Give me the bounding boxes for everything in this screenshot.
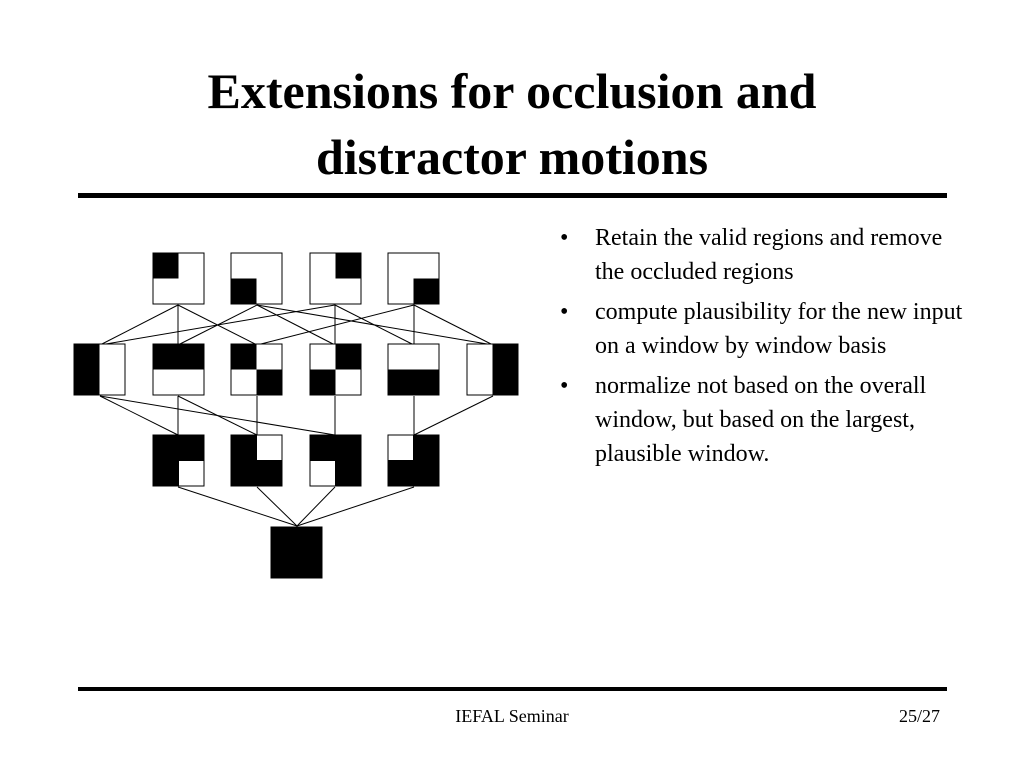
connector [99,395,179,436]
slide-title: Extensions for occlusion and distractor … [0,58,1024,190]
window-top-half [152,343,205,396]
page-number: 25/27 [898,706,940,726]
window-missing-top-left [387,434,440,487]
diagram-connectors [99,304,494,527]
bullet-dot: • [560,225,569,251]
connector [177,395,258,436]
bullet-text: normalize not based on the overall windo… [595,373,927,467]
window-bottom-half [387,343,440,396]
slide-title-line-2: distractor motions [315,129,709,185]
connector [413,304,494,346]
level-3-windows [152,434,440,487]
window-right-half [466,343,519,396]
bullet-item: • normalize not based on the overall win… [550,369,970,471]
window-quadrant-top-left [152,252,205,305]
window-quadrant-bottom-right [387,252,440,305]
bullet-item: • compute plausibility for the new input… [550,295,970,363]
connector [256,304,415,346]
bullet-list: • Retain the valid regions and remove th… [550,221,970,477]
bottom-divider [78,687,947,691]
footer-title: IEFAL Seminar [455,706,569,726]
connector [413,395,494,436]
bullet-dot: • [560,373,569,399]
connector [99,304,336,346]
connector [99,304,179,346]
window-quadrant-bottom-left [230,252,283,305]
window-full [270,526,323,579]
bullet-text: compute plausibility for the new input o… [595,299,963,359]
connector [256,486,298,527]
top-divider [78,193,947,198]
connector [177,486,298,527]
window-quadrant-top-right [309,252,362,305]
window-left-half [73,343,126,396]
bullet-dot: • [560,299,569,325]
window-diagonal-tl-br [230,343,283,396]
connector [256,304,336,346]
window-missing-bottom-right [152,434,205,487]
window-diagonal-tr-bl [309,343,362,396]
level-1-windows [152,252,440,305]
connector [296,486,336,527]
bullet-item: • Retain the valid regions and remove th… [550,221,970,289]
connector [296,486,415,527]
level-2-windows [73,343,519,396]
bullet-text: Retain the valid regions and remove the … [595,225,943,285]
window-missing-bottom-left [309,434,362,487]
window-missing-top-right [230,434,283,487]
connector [334,304,415,346]
slide-title-line-1: Extensions for occlusion and [207,63,817,119]
level-4-windows [270,526,323,579]
